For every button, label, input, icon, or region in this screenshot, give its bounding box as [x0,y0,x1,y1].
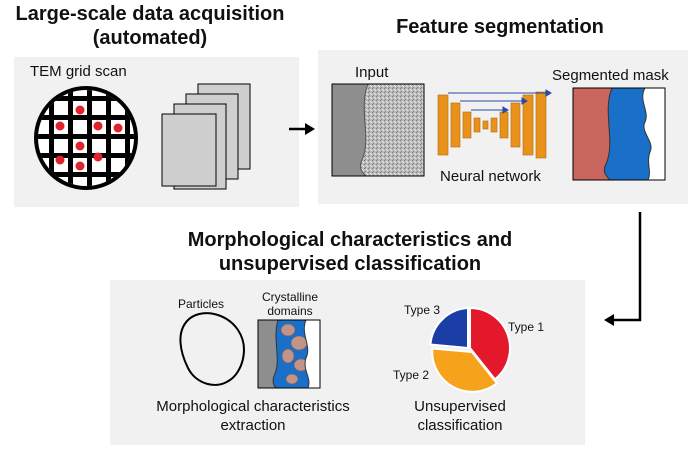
extraction-line1: Morphological characteristics [156,398,350,415]
type3-label: Type 3 [404,303,441,317]
extraction-caption: Morphological characteristics extraction [128,397,378,435]
grid-scan-label: TEM grid scan [30,63,127,80]
neural-network-label: Neural network [440,168,541,185]
analysis-title: Morphological characteristics and unsupe… [150,228,550,276]
flow-arrow-icon [604,212,642,326]
analysis-title-line2: unsupervised classification [218,253,482,275]
segmented-mask-label: Segmented mask [552,67,669,84]
classification-line2: classification [417,417,503,434]
type2-label: Type 2 [393,368,430,382]
analysis-title-line1: Morphological characteristics and [187,229,513,251]
input-label: Input [355,64,389,81]
acquisition-title: Large-scale data acquisition (automated) [0,2,300,50]
classification-line1: Unsupervised [414,398,506,415]
classification-caption: Unsupervised classification [390,397,530,435]
segmentation-title: Feature segmentation [396,16,604,38]
type1-label: Type 1 [508,320,545,334]
particles-label: Particles [178,297,225,311]
acquisition-title-line2: (automated) [92,27,208,49]
crystalline-domains-label: Crystalline domains [250,290,330,318]
crystalline-line1: Crystalline [261,290,318,304]
extraction-line2: extraction [220,417,286,434]
acquisition-title-line1: Large-scale data acquisition [15,3,285,25]
crystalline-line2: domains [267,304,313,318]
